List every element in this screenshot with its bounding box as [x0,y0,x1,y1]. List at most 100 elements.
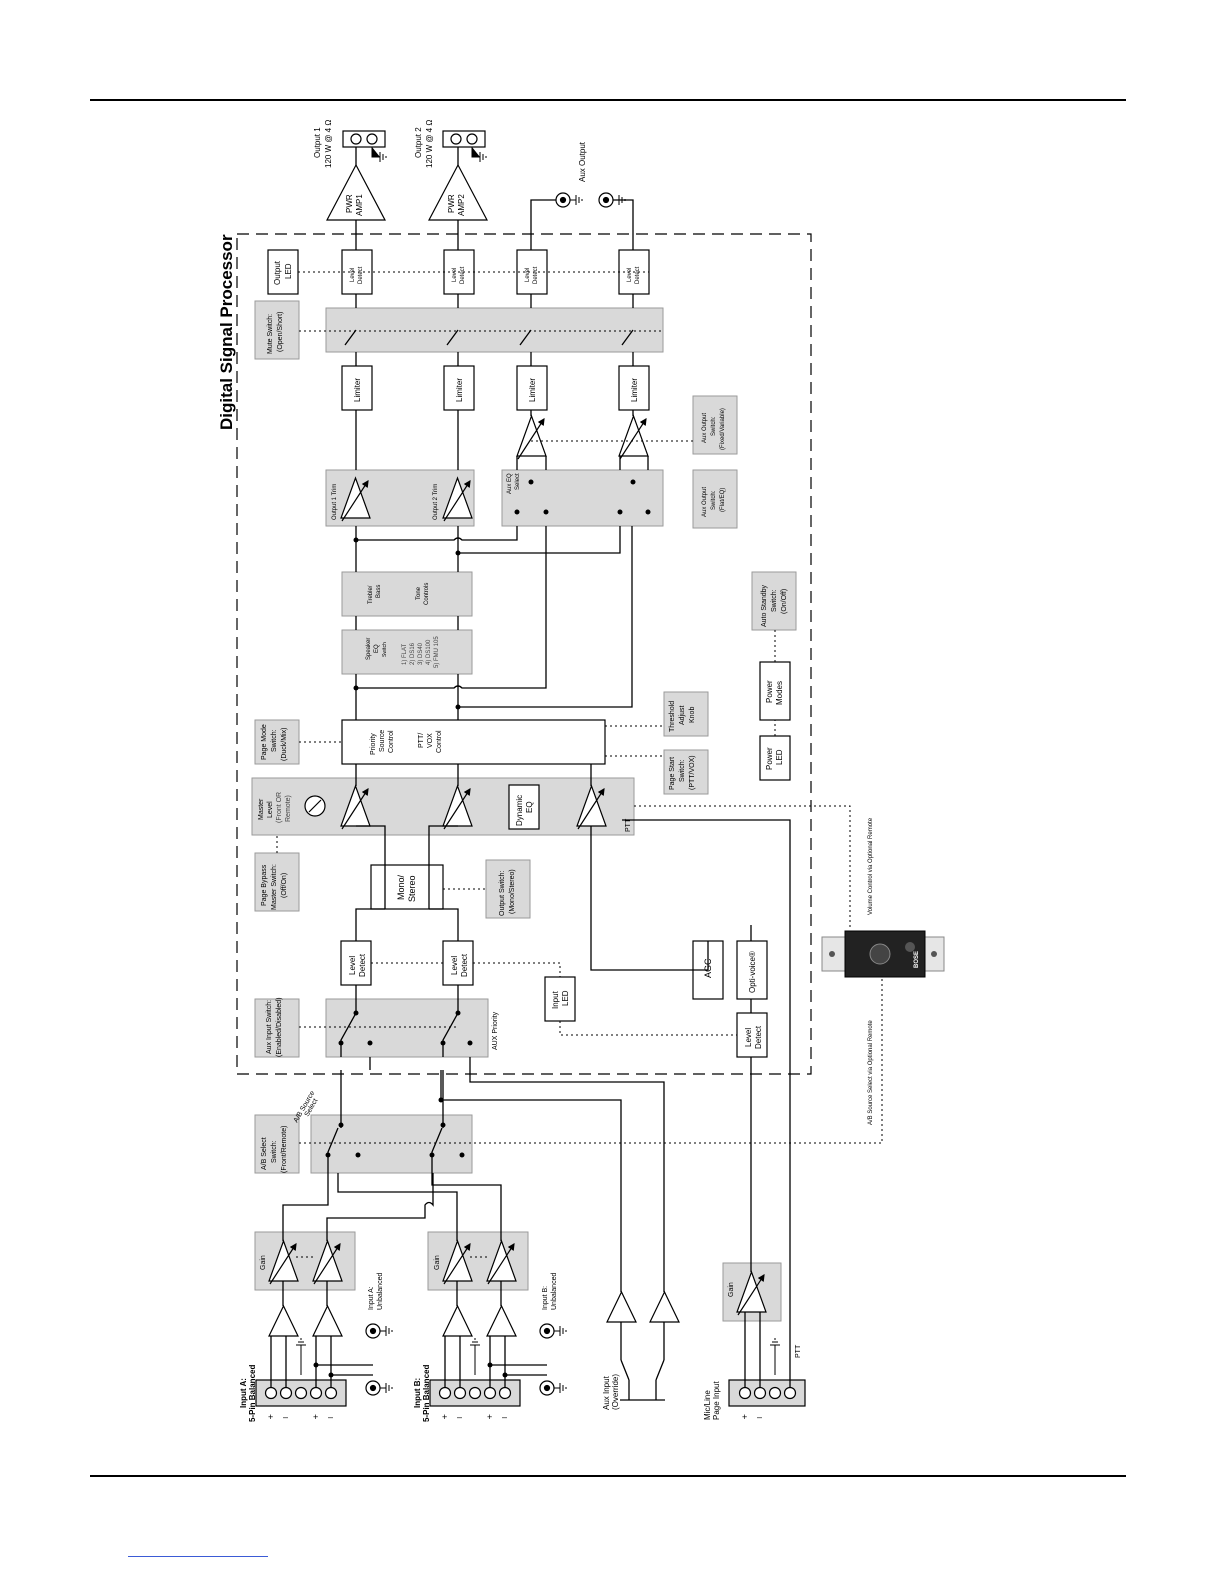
amp2-label: AMP2 [457,194,466,216]
mono-stereo-2: Stereo [407,875,417,902]
mic-line-label-1: Mic/Line [703,1390,712,1420]
level-o4: Level [627,268,633,282]
page-bypass-1: Page Bypass [261,864,268,906]
page-start-box [663,749,709,795]
master-level-3: (Front OR [276,792,283,823]
aux-output-flat-2: Switch: [711,490,717,510]
level-mic: Level [744,1028,753,1047]
ab-switch-2: Switch: [271,1140,278,1163]
ptt-label: PTT [625,818,632,832]
limiter-1-box [341,365,373,411]
mute-switch-label-box [254,300,300,360]
page-start-3: (PTT/VOX) [689,755,696,790]
aux-input-switch-box [254,998,300,1058]
mute-switch-area [325,307,664,353]
auto-standby-3: (On/Off) [781,589,788,614]
speaker-eq-5: 2) DS16 [410,642,416,665]
footer-link-underline [128,1556,268,1557]
master-level-1: Master [258,798,265,820]
priority-2: Source [379,730,386,752]
input-led-2: LED [561,990,570,1006]
page-start-1: Page Start [669,757,676,790]
output1-terminal [342,130,386,148]
page-bypass-box [254,852,300,912]
power-modes-box [759,661,791,721]
input-a-unbal-1: Input A: [368,1286,375,1310]
level-a: Level [348,956,357,975]
master-1 [340,784,371,827]
input-a-label: Input A: [239,1378,248,1408]
threshold-box [663,691,709,737]
aux-output-flat-1: Aux Output [702,487,708,517]
page-bypass-3: (Off/On) [281,873,288,898]
tone-2: Bass [376,585,382,598]
page-mode-box [254,719,300,765]
aux-out-fixed-box [692,395,738,455]
remote-ab-label: A/B Source Select via Optional Remote [868,1020,874,1125]
white-boxes [267,249,791,1058]
power-modes-2: Modes [775,681,784,705]
bottom-rule [90,1475,1126,1477]
input-a-unbal-2: Unbalanced [377,1273,384,1310]
trim-1 [340,476,371,519]
speaker-eq-6: 3) DS40 [418,642,424,665]
junction-dots [313,479,651,1378]
pin-label: – [328,1412,333,1422]
priority-5: VOX [427,733,434,748]
master-level-2: Level [267,801,274,818]
aux-eq-area [501,469,664,527]
tone-1: Treble/ [368,585,374,604]
input-b-unbal-1: Input B: [542,1286,549,1310]
pin-label: – [757,1412,762,1422]
limiter-4: Limiter [630,378,639,402]
output2-label-2: 120 W @ 4 Ω [425,120,434,168]
detect-o4: Detect [635,266,641,284]
detect-o2: Detect [460,266,466,284]
pin-label: + [313,1412,318,1422]
aux-eq-1: Aux EQ [507,473,513,494]
input-a-type: 5-Pin Balanced [248,1365,257,1422]
aux-input-label-1: Aux Input [602,1375,611,1410]
top-rule [90,99,1126,101]
mic-line-label-2: Page Input [712,1381,721,1420]
aux-output-fixed-3: (Fixed/Variable) [720,408,726,450]
aux-input-switch-1: Aux Input Switch: [266,1000,273,1054]
detect-a: Detect [358,953,367,977]
dynamic-eq-1: Dynamic [515,795,524,826]
dynamic-eq-2: EQ [525,801,534,813]
input-led-1: Input [551,990,560,1009]
output1-label-2: 120 W @ 4 Ω [324,120,333,168]
buffer-a-neg [312,1304,343,1337]
pin-label: – [283,1412,288,1422]
detect-o3: Detect [533,266,539,284]
signal-lines [270,147,791,1401]
level-b: Level [450,956,459,975]
ab-select-switch-box [254,1114,300,1174]
pwr-1: PWR [345,194,354,213]
mute-switch-2: (Open/Short) [277,312,284,352]
tone-3: Tone [416,586,422,600]
level-detect-o3-box [516,249,548,295]
trim-2 [442,476,473,519]
power-led-1: Power [765,747,774,770]
priority-4: PTT/ [418,733,425,748]
optivoice-label: Opti-voice® [748,951,757,993]
limiter-4-box [618,365,650,411]
optional-remote: BOSE [821,930,945,978]
pin-label: + [742,1412,747,1422]
page-bypass-2: Master Switch: [271,864,278,910]
auto-standby-1: Auto Standby [761,584,768,627]
output2-terminal [442,130,486,148]
level-o3: Level [525,268,531,282]
power-led-2: LED [775,749,784,765]
limiter-2: Limiter [455,378,464,402]
pin-label: – [457,1412,462,1422]
dsp-boundary [236,233,812,1075]
pwr-2: PWR [447,194,456,213]
amp1-label: AMP1 [355,194,364,216]
ptt-pin-label: PTT [795,1344,802,1358]
threshold-2: Adjust [679,705,686,725]
limiter-3-box [516,365,548,411]
threshold-1: Threshold [669,701,676,732]
aux-output-fixed-2: Switch: [711,416,717,436]
